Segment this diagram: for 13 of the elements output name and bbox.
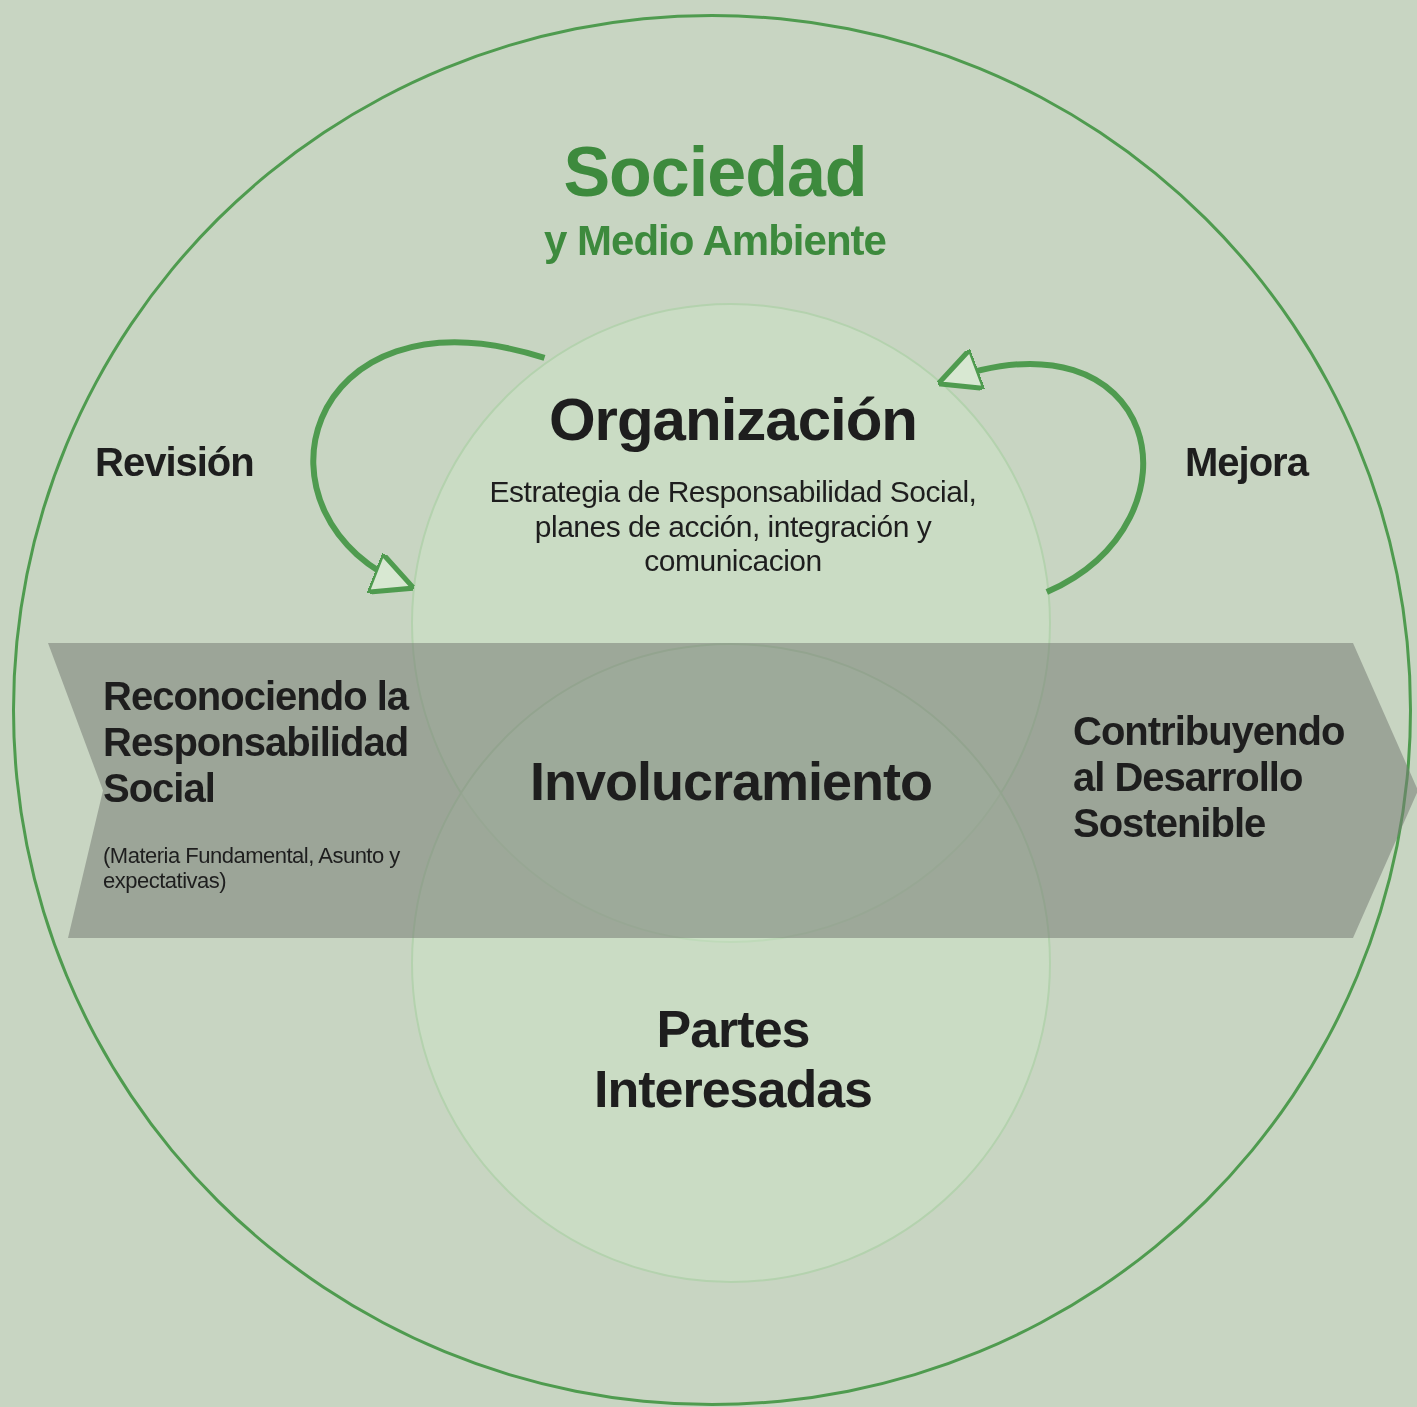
band-text: Contribuyendo al Desarrollo Sostenible bbox=[1073, 708, 1346, 846]
circle-title: Organización bbox=[547, 385, 919, 454]
band-note: (Materia Fundamental, Asunto y expectativas) bbox=[103, 843, 401, 894]
edge-label: Mejora bbox=[1185, 440, 1308, 485]
curved-arrow bbox=[935, 349, 1146, 595]
circle-description: Estrategia de Responsabilidad Social, planes de acción, integración y comunicacion bbox=[488, 475, 978, 579]
circle-title: Partes Interesadas bbox=[592, 1000, 873, 1120]
edge-label: Revisión bbox=[95, 440, 254, 485]
circle-subtitle: y Medio Ambiente bbox=[543, 217, 887, 266]
curved-arrow bbox=[311, 340, 546, 592]
overlap-label: Involucramiento bbox=[530, 750, 930, 812]
circle-title: Sociedad bbox=[562, 132, 868, 213]
band-text: Reconociendo la Responsabilidad Social bbox=[103, 673, 410, 811]
